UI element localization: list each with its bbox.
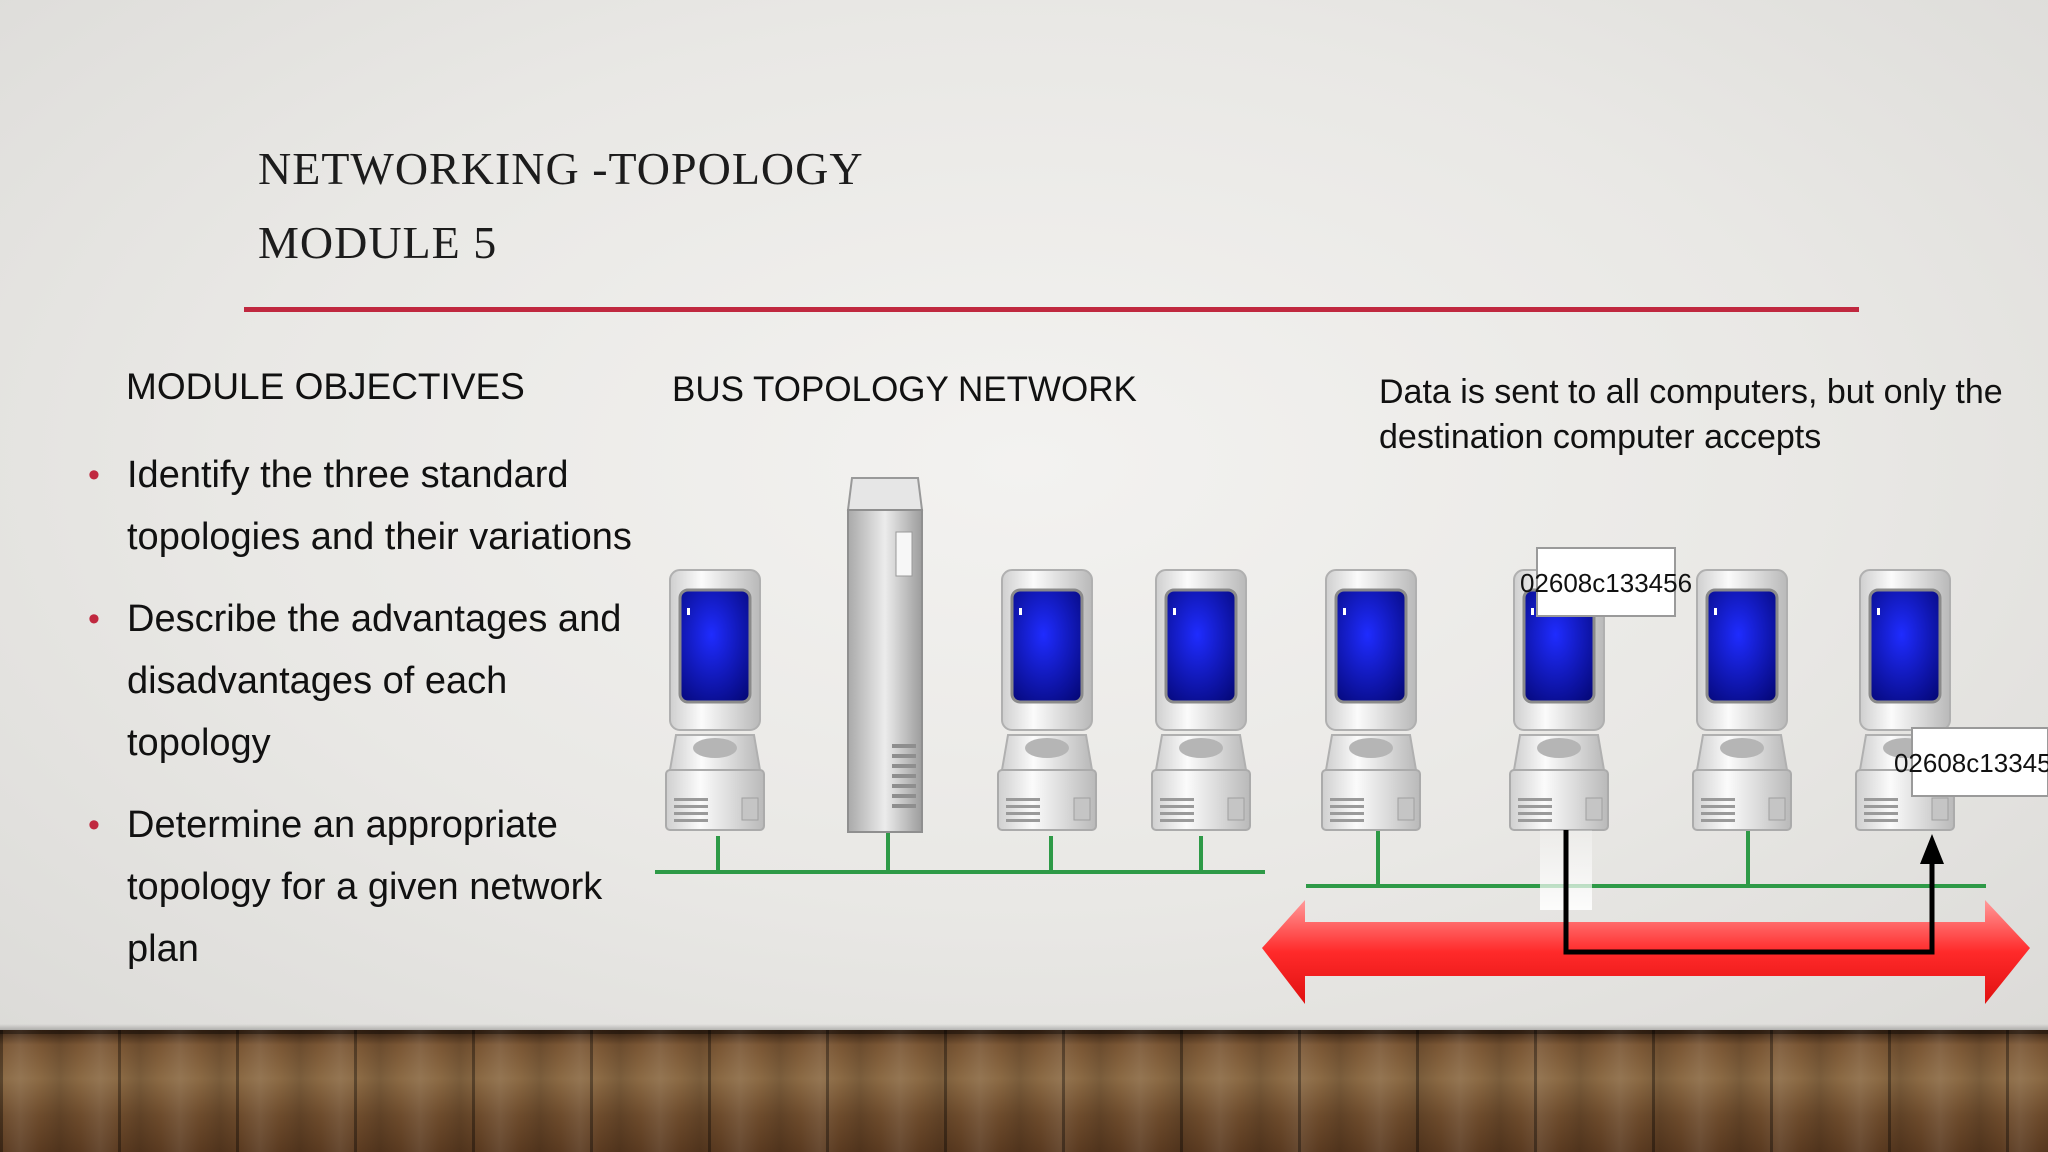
computer-icon (664, 568, 766, 832)
computer-icon (1150, 568, 1252, 832)
source-address-tag: 02608c133456 (1520, 547, 1692, 617)
bus-topology-heading: BUS TOPOLOGY NETWORK (672, 370, 1137, 409)
slide-subtitle: MODULE 5 (258, 217, 498, 268)
computer-icon (996, 568, 1098, 832)
title-divider (244, 307, 1859, 312)
bullet-icon: • (88, 600, 100, 638)
slide-title: NETWORKING -TOPOLOGY (258, 143, 864, 194)
destination-address-tag: 02608c133456 (1894, 727, 2048, 797)
bus-topology-note: Data is sent to all computers, but only … (1379, 373, 2003, 456)
wood-floor (0, 1030, 2048, 1152)
objectives-list: • Identify the three standard topologies … (88, 444, 648, 1000)
list-item: • Identify the three standard topologies … (88, 444, 648, 568)
source-address-text: 02608c133456 (1520, 568, 1692, 598)
computer-icon (1691, 568, 1793, 832)
computer-icon (1320, 568, 1422, 832)
slide-background (0, 0, 2048, 1030)
left-bus-network (655, 477, 1265, 874)
arrow-head-icon (1920, 834, 1944, 864)
objective-text: Identify the three standard topologies a… (127, 454, 632, 558)
right-bus-network: 02608c133456 02608c133456 (1262, 547, 2048, 1004)
objectives-heading: MODULE OBJECTIVES (126, 366, 525, 407)
floor-shadow (0, 1024, 2048, 1034)
list-item: • Describe the advantages and disadvantag… (88, 588, 648, 774)
bullet-icon: • (88, 806, 100, 844)
bullet-icon: • (88, 456, 100, 494)
destination-address-text: 02608c133456 (1894, 748, 2048, 778)
objective-text: Determine an appropriate topology for a … (127, 804, 603, 970)
data-path-line (1563, 830, 1935, 955)
server-tower-icon (846, 477, 924, 833)
objective-text: Describe the advantages and disadvantage… (127, 598, 622, 764)
list-item: • Determine an appropriate topology for a… (88, 794, 648, 980)
